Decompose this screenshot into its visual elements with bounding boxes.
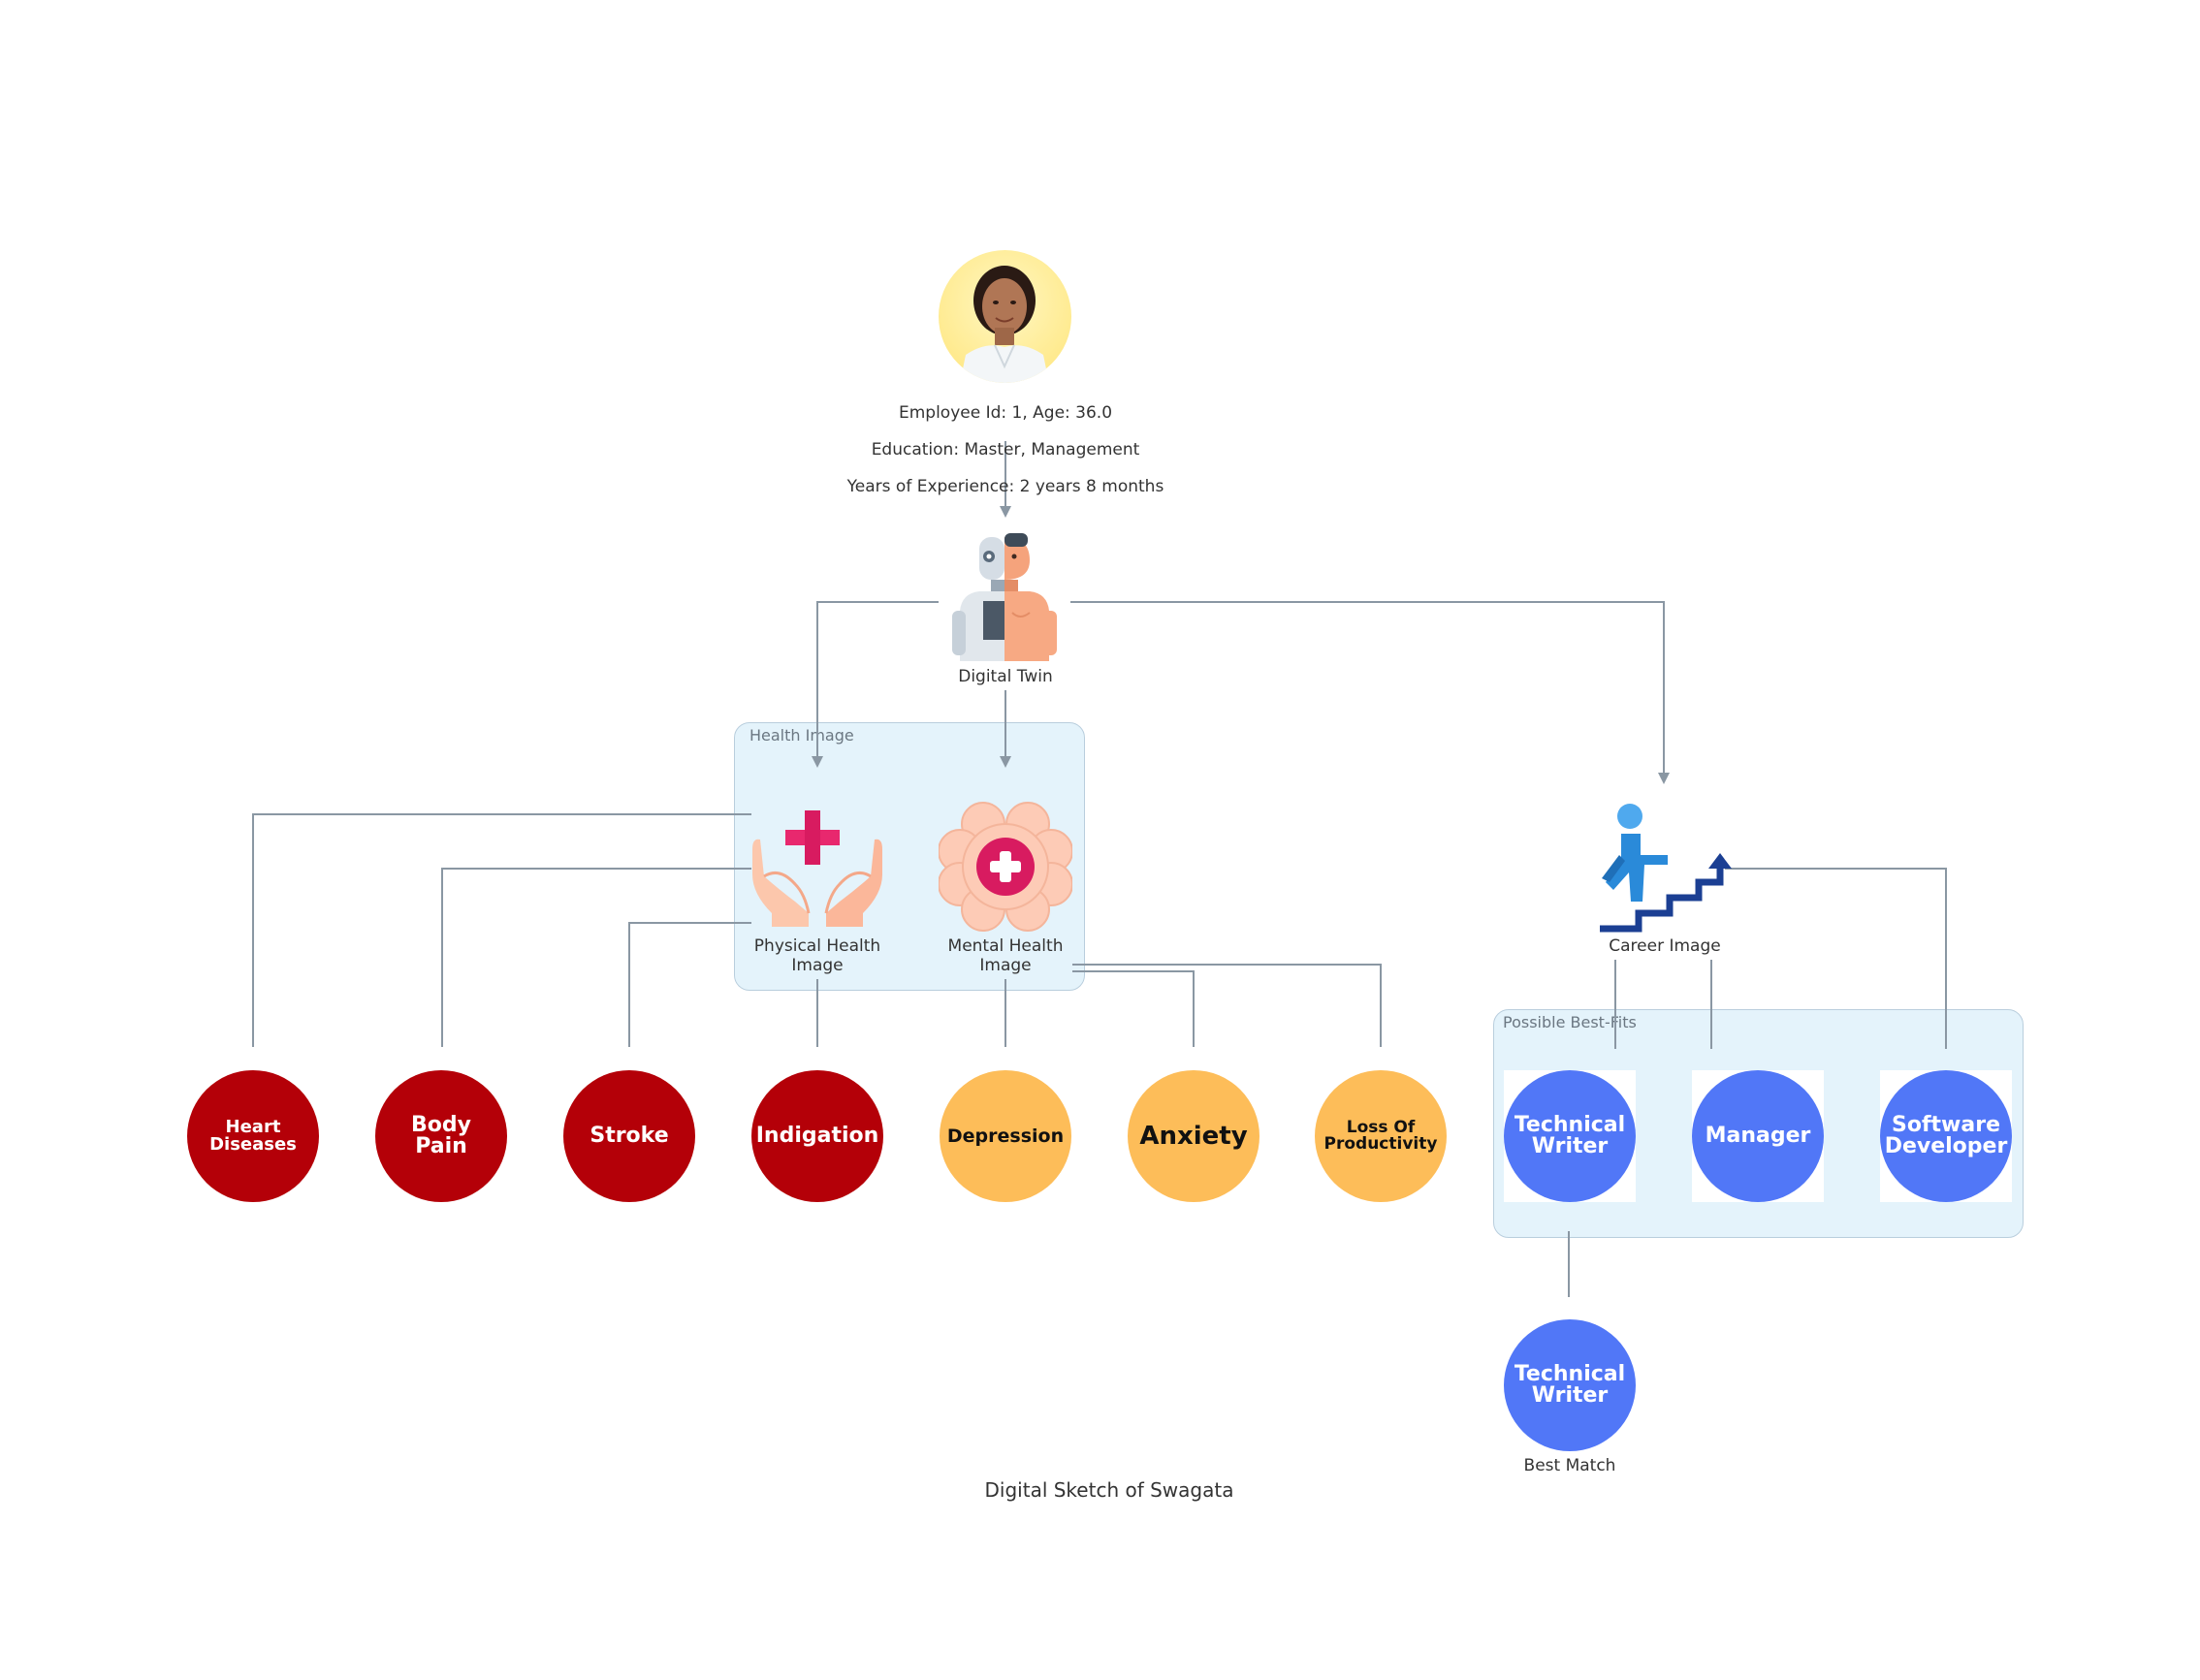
edge-physical-heart <box>252 813 751 1047</box>
robot-human-twin-icon <box>950 533 1059 661</box>
mental-health-label: Mental Health Image <box>947 936 1064 975</box>
best-fit-manager: Manager <box>1692 1070 1824 1202</box>
best-match-circle: Technical Writer <box>1504 1319 1636 1451</box>
edge-physical-bodypain <box>441 868 751 1047</box>
physical-health-label: Physical Health Image <box>753 936 881 975</box>
employee-info: Employee Id: 1, Age: 36.0 Education: Mas… <box>812 386 1199 515</box>
employee-info-line3: Years of Experience: 2 years 8 months <box>846 477 1164 496</box>
best-match-label: Best Match <box>1523 1456 1616 1475</box>
health-image-title: Health Image <box>749 726 854 745</box>
edge-mental-loss <box>1072 964 1382 1047</box>
condition-loss-of-productivity: Loss Of Productivity <box>1315 1070 1447 1202</box>
edge-twin-career <box>1070 601 1670 784</box>
best-fit-technical-writer: Technical Writer <box>1504 1070 1636 1202</box>
employee-photo-avatar <box>939 250 1071 383</box>
diagram-caption: Digital Sketch of Swagata <box>984 1478 1234 1502</box>
condition-depression: Depression <box>940 1070 1071 1202</box>
condition-indigation: Indigation <box>751 1070 883 1202</box>
hands-medical-cross-icon <box>750 807 884 927</box>
best-fit-software-developer: Software Developer <box>1880 1070 2012 1202</box>
edge-career-softdev <box>1725 868 1947 1049</box>
condition-stroke: Stroke <box>563 1070 695 1202</box>
condition-heart-diseases: Heart Diseases <box>187 1070 319 1202</box>
digital-twin-label: Digital Twin <box>958 667 1053 686</box>
condition-body-pain: Body Pain <box>375 1070 507 1202</box>
career-image-label: Career Image <box>1609 936 1721 956</box>
best-fits-title: Possible Best-Fits <box>1503 1013 1637 1031</box>
brain-plus-icon <box>938 801 1073 933</box>
climbing-stairs-icon <box>1596 801 1736 933</box>
edge-physical-stroke <box>628 922 751 1047</box>
edge-mental-anxiety <box>1072 970 1195 1047</box>
employee-info-line1: Employee Id: 1, Age: 36.0 <box>898 403 1113 423</box>
edge-twin-physical <box>812 601 939 768</box>
employee-info-line2: Education: Master, Management <box>871 440 1140 460</box>
condition-anxiety: Anxiety <box>1128 1070 1259 1202</box>
